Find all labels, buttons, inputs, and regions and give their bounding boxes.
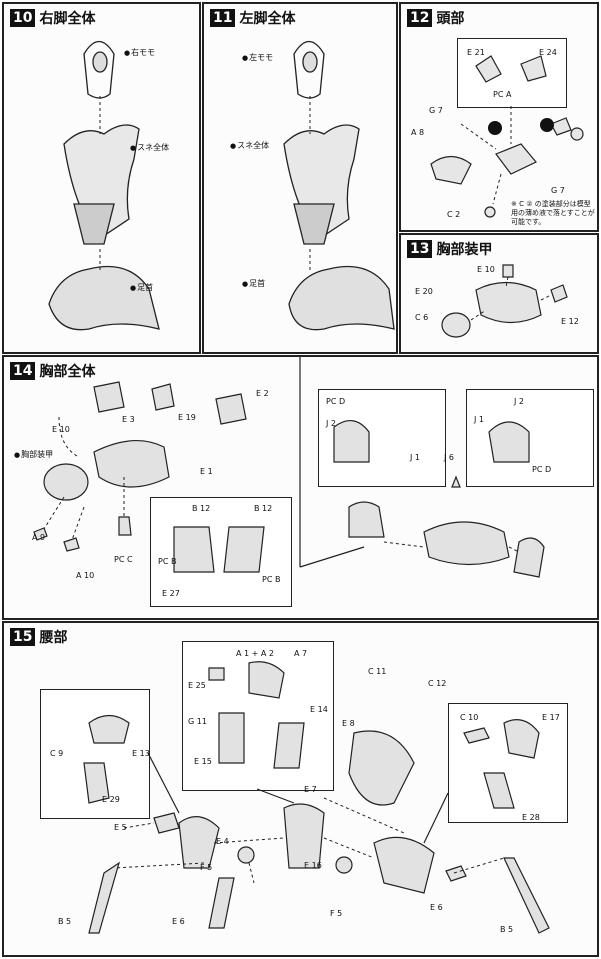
part-label: E 29 <box>102 795 120 804</box>
part-label: E 6 <box>430 903 443 912</box>
part-label: E 24 <box>539 48 557 57</box>
part-label: E 21 <box>467 48 485 57</box>
step-number: 10 <box>10 9 36 27</box>
step-number: 13 <box>407 240 433 258</box>
part-label: A 10 <box>76 571 95 580</box>
part-label: 左モモ <box>242 52 273 63</box>
part-label: スネ全体 <box>230 140 269 151</box>
head-drawing <box>430 55 584 218</box>
part-label: E 15 <box>194 757 212 766</box>
part-label: G 7 <box>551 186 565 195</box>
part-label: PC B <box>262 575 281 584</box>
part-label: E 20 <box>415 287 433 296</box>
part-label: A 1 + A 2 <box>236 649 274 658</box>
part-label: E 7 <box>304 785 317 794</box>
part-label: J 1 <box>474 415 484 424</box>
part-label: F 5 <box>330 909 343 918</box>
part-label: C 10 <box>460 713 479 722</box>
part-label: B 5 <box>500 925 514 934</box>
part-label: PC D <box>532 465 552 474</box>
part-label: A 7 <box>294 649 308 658</box>
part-label: C 6 <box>415 313 429 322</box>
head-detail-inset <box>457 38 567 108</box>
part-label: PC A <box>493 90 512 99</box>
part-label: E 17 <box>542 713 560 722</box>
left-leg-drawing <box>283 40 395 331</box>
part-label: A 9 <box>32 533 46 542</box>
part-label: C 9 <box>50 749 64 758</box>
part-label: C 12 <box>428 679 447 688</box>
part-label: G 11 <box>188 717 207 726</box>
part-label: C 2 <box>447 210 461 219</box>
part-label: PC C <box>114 555 133 564</box>
part-label: C 11 <box>368 667 387 676</box>
part-label: F 5 <box>200 863 213 872</box>
part-label: E 3 <box>122 415 135 424</box>
part-label: B 12 <box>254 504 273 513</box>
part-label: 足首 <box>242 278 265 289</box>
part-label: 胸部装甲 <box>14 449 53 460</box>
step-title: 左脚全体 <box>239 11 296 27</box>
part-label: E 5 <box>114 823 127 832</box>
part-label: PC D <box>326 397 346 406</box>
step-title: 右脚全体 <box>39 11 96 27</box>
part-label: E 1 <box>200 467 213 476</box>
step-number: 15 <box>10 628 36 646</box>
part-label: E 6 <box>172 917 185 926</box>
part-label: J 6 <box>444 453 454 462</box>
part-label: E 16 <box>304 861 322 870</box>
part-label: J 2 <box>326 419 336 428</box>
part-label: E 25 <box>188 681 206 690</box>
part-label: E 27 <box>162 589 180 598</box>
part-label: J 1 <box>410 453 420 462</box>
part-label: E 28 <box>522 813 540 822</box>
part-label: G 7 <box>429 106 443 115</box>
chest-armor-drawing <box>441 264 568 338</box>
step-number: 14 <box>10 362 36 380</box>
part-label: J 2 <box>514 397 524 406</box>
step-number: 12 <box>407 9 433 27</box>
part-label: スネ全体 <box>130 142 169 153</box>
part-label: 足首 <box>130 282 153 293</box>
step-title: 頭部 <box>436 11 465 27</box>
part-label: B 5 <box>58 917 72 926</box>
part-label: E 10 <box>52 425 70 434</box>
part-label: A 8 <box>411 128 425 137</box>
step-title: 胸部装甲 <box>436 242 493 258</box>
part-label: B 12 <box>192 504 211 513</box>
waist-assembly-drawing <box>83 661 550 934</box>
chest-assembly-drawing <box>33 357 545 578</box>
paint-removal-note: ※ C ② の塗装部分は模型用の薄め液で落とすことが可能です。 <box>511 200 595 226</box>
part-label: E 19 <box>178 413 196 422</box>
right-leg-drawing <box>48 40 160 331</box>
part-label: 右モモ <box>124 47 155 58</box>
part-label: E 12 <box>561 317 579 326</box>
part-label: E 10 <box>477 265 495 274</box>
step-number: 11 <box>210 9 236 27</box>
part-label: E 13 <box>132 749 150 758</box>
part-label: E 8 <box>342 719 355 728</box>
step-title: 腰部 <box>39 630 68 646</box>
part-label: E 4 <box>216 837 229 846</box>
shoulder-right-inset <box>466 389 594 487</box>
part-label: E 14 <box>310 705 328 714</box>
part-label: PC B <box>158 557 177 566</box>
step-title: 胸部全体 <box>39 364 96 380</box>
part-label: E 2 <box>256 389 269 398</box>
